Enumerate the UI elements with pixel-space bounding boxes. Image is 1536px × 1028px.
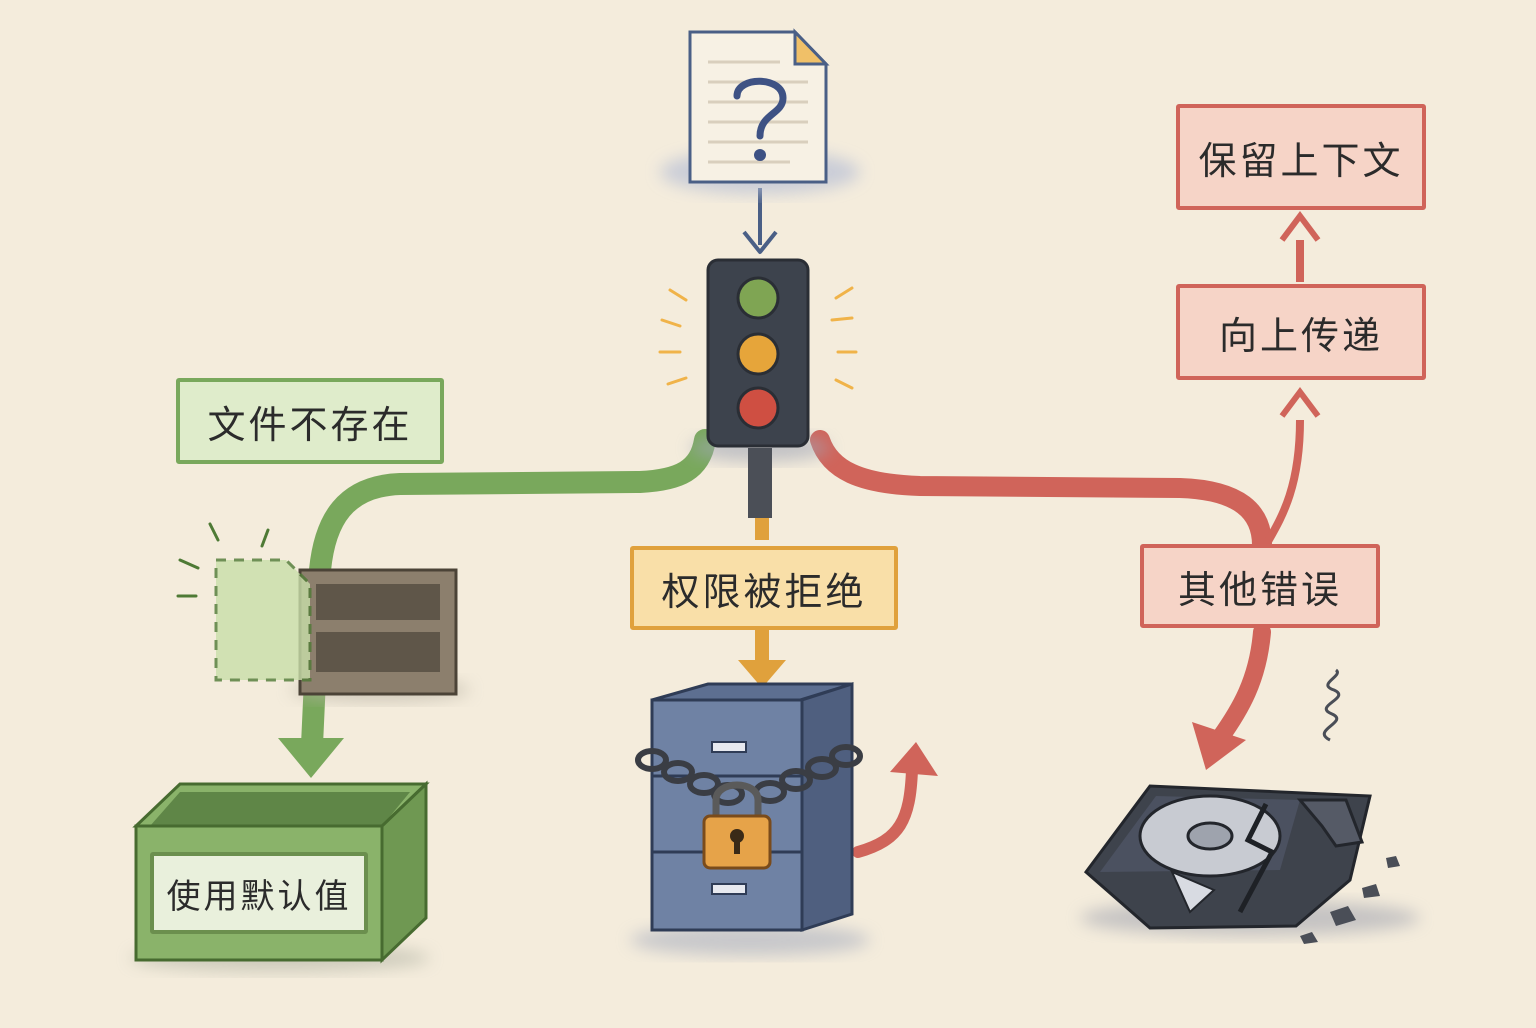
broken-hard-drive-icon [1080, 668, 1420, 944]
empty-shelf-icon [176, 522, 470, 702]
arrow-red-branch [810, 430, 1272, 555]
arrow-red-escape-head [890, 742, 938, 776]
arrow-red-up [1262, 419, 1304, 547]
label-file-missing: 文件不存在 [176, 378, 444, 464]
label-use-default: 使用默认值 [150, 852, 368, 934]
label-propagate-up: 向上传递 [1176, 284, 1426, 380]
arrow-red-escape [852, 764, 918, 858]
arrow-green-head [278, 738, 344, 778]
flow-arrows [278, 188, 1321, 858]
label-keep-context: 保留上下文 [1176, 104, 1426, 210]
arrow-red-down [1211, 623, 1271, 747]
locked-filing-cabinet-icon [630, 681, 870, 956]
arrow-red-up2-head [1279, 211, 1321, 242]
arrow-green-branch [301, 429, 716, 756]
traffic-light-icon [658, 258, 858, 518]
arrow-red-up-head [1279, 387, 1321, 418]
question-document-icon [660, 28, 860, 194]
arrow-orange-head [738, 660, 786, 688]
arrow-red-down-head [1192, 722, 1246, 770]
label-permission-denied: 权限被拒绝 [630, 546, 898, 630]
arrow-doc-to-light-head [742, 230, 778, 254]
label-other-error: 其他错误 [1140, 544, 1380, 628]
smoke-squiggle [1322, 668, 1341, 742]
